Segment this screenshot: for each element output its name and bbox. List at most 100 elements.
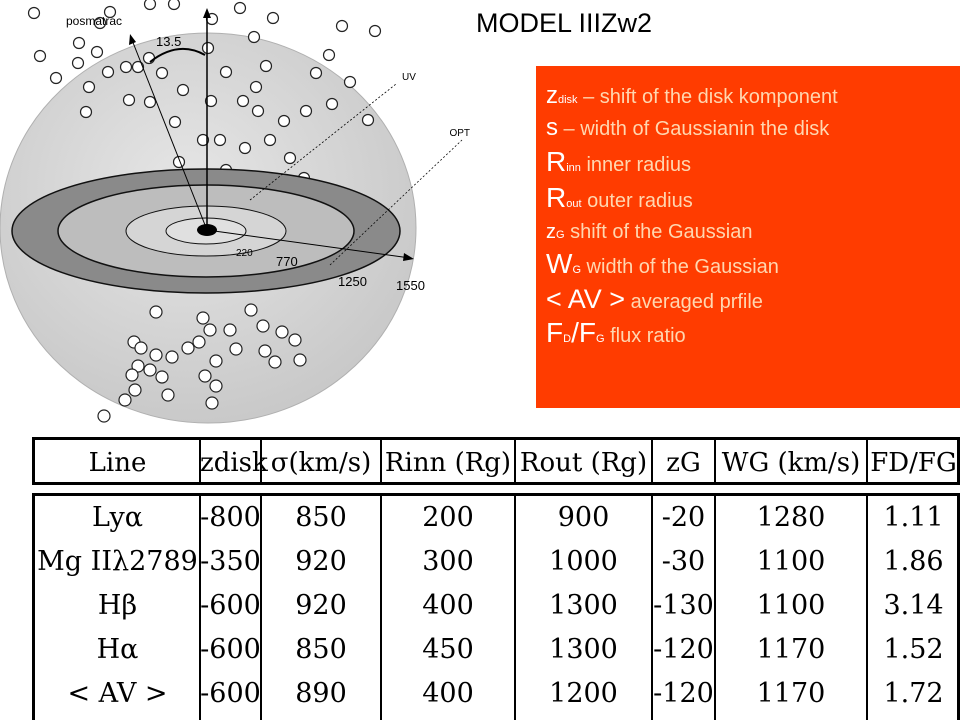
legend-row: < AV > averaged prfile — [546, 286, 960, 313]
table-cell: 1.72 — [883, 678, 944, 709]
cloud-point — [283, 151, 297, 165]
legend-subscript: disk — [558, 94, 578, 106]
table-cell: 850 — [295, 502, 347, 533]
cloud-point — [223, 323, 237, 337]
table-cell: Hα — [96, 634, 139, 665]
table-cell: Mg IIλ2789 — [37, 546, 198, 577]
cloud-point — [143, 95, 157, 109]
cloud-point — [209, 354, 223, 368]
cloud-point — [259, 59, 273, 73]
cloud-point — [233, 1, 247, 15]
angle-label: 13.5 — [156, 34, 181, 49]
cloud-point — [176, 83, 190, 97]
table-cell: -120 — [653, 634, 714, 665]
cloud-point — [128, 383, 142, 397]
cloud-point — [204, 94, 218, 108]
table-cell: -600 — [200, 678, 261, 709]
cloud-point — [181, 341, 195, 355]
cloud-point — [143, 0, 157, 11]
cloud-point — [198, 369, 212, 383]
cloud-point — [277, 114, 291, 128]
observer-line — [131, 39, 208, 231]
table-cell: 890 — [295, 678, 347, 709]
cloud-point — [93, 16, 107, 30]
horizontal-axis-arrow — [403, 253, 414, 261]
legend-description: width of the Gaussian — [581, 256, 779, 278]
disk-model-diagram: posmatrac 13.5 UV OPT 220 770 1250 1550 — [0, 0, 470, 424]
cloud-point — [167, 0, 181, 11]
cloud-point — [131, 359, 145, 373]
cloud-point — [229, 342, 243, 356]
table-cell: -800 — [200, 502, 261, 533]
cloud-point — [142, 51, 156, 65]
table-cell: -120 — [653, 678, 714, 709]
column-divider — [714, 496, 716, 720]
cloud-point — [322, 48, 336, 62]
cloud-point — [125, 368, 139, 382]
legend-subscript: inn — [566, 162, 581, 174]
cloud-point — [263, 133, 277, 147]
cloud-points-front — [97, 303, 307, 423]
cloud-point — [201, 41, 215, 55]
radius-label-1550: 1550 — [396, 278, 425, 293]
column-divider — [199, 496, 201, 720]
table-cell: 1280 — [756, 502, 826, 533]
cloud-point — [266, 11, 280, 25]
observer-label: posmatrac — [66, 14, 122, 28]
cloud-point — [209, 379, 223, 393]
table-cell: -600 — [200, 590, 261, 621]
table-cell: 400 — [422, 678, 474, 709]
table-cell: Lyα — [92, 502, 143, 533]
legend-row: FD/FG flux ratio — [546, 319, 960, 347]
legend-description: averaged prfile — [625, 291, 763, 313]
cloud-point — [103, 5, 117, 19]
cloud-point — [72, 36, 86, 50]
column-divider — [714, 440, 716, 482]
cloud-point — [119, 60, 133, 74]
table-cell: 850 — [295, 634, 347, 665]
cloud-point — [27, 6, 41, 20]
legend-description: flux ratio — [604, 325, 686, 347]
table-cell: 450 — [422, 634, 474, 665]
table-cell: 300 — [422, 546, 474, 577]
cloud-point — [143, 363, 157, 377]
legend-symbol: R — [546, 146, 567, 177]
legend-description: – width of Gaussianin the disk — [558, 118, 830, 140]
column-header: FD/FG — [870, 448, 957, 478]
horizontal-axis — [206, 229, 411, 259]
cloud-point — [244, 303, 258, 317]
table-cell: -600 — [200, 634, 261, 665]
table-cell: -20 — [661, 502, 706, 533]
legend-symbol: R — [546, 182, 567, 213]
legend-row: Rinn inner radius — [546, 148, 960, 176]
cloud-point — [196, 133, 210, 147]
table-cell: 1.52 — [883, 634, 944, 665]
column-divider — [199, 440, 201, 482]
cloud-point — [325, 97, 339, 111]
uv-line — [249, 83, 397, 201]
cloud-point — [155, 370, 169, 384]
cloud-point — [79, 105, 93, 119]
cloud-point — [299, 104, 313, 118]
column-divider — [260, 496, 262, 720]
cloud-point — [256, 319, 270, 333]
column-header: zG — [666, 448, 701, 478]
cloud-point — [268, 355, 282, 369]
column-divider — [380, 440, 382, 482]
table-cell: 1100 — [756, 546, 826, 577]
cloud-point — [249, 80, 263, 94]
vertical-axis-arrow — [203, 8, 211, 18]
table-cell: 900 — [557, 502, 610, 533]
table-cell: 1100 — [756, 590, 826, 621]
cloud-point — [149, 348, 163, 362]
legend-row: zG shift of the Gaussian — [546, 222, 960, 242]
cloud-point — [155, 66, 169, 80]
cloud-point — [90, 45, 104, 59]
table-cell: -30 — [661, 546, 706, 577]
cloud-point — [309, 66, 323, 80]
cloud-point — [82, 80, 96, 94]
cloud-point — [251, 104, 265, 118]
